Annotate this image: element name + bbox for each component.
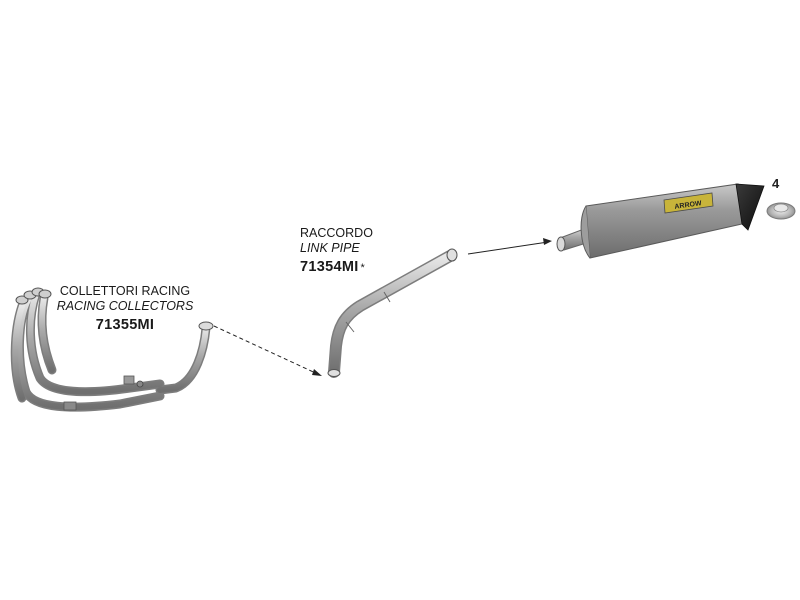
link-pipe-name-en: LINK PIPE <box>300 241 360 255</box>
racing-collectors-part <box>10 287 214 412</box>
link-pipe-name-it: RACCORDO <box>300 226 373 240</box>
link-pipe-part <box>327 248 458 378</box>
connector-solid-line <box>467 241 549 255</box>
silencer-brand-text: ARROW <box>674 200 702 211</box>
link-pipe-code: 71354MI <box>300 259 359 275</box>
connector-arrowhead <box>312 369 322 376</box>
collectors-code: 71355MI <box>95 317 155 333</box>
end-cap-quantity: 4 <box>772 176 780 191</box>
arrow-logo-plate: ARROW <box>663 192 714 214</box>
link-pipe-note: * <box>360 262 366 274</box>
silencer-part: ARROW <box>556 183 765 259</box>
collectors-name-en: RACING COLLECTORS <box>56 299 194 313</box>
collectors-name-it: COLLETTORI RACING <box>59 284 191 298</box>
connector-dashed-line <box>213 325 323 377</box>
link-pipe-label: RACCORDO LINK PIPE 71354MI* <box>300 226 400 276</box>
collectors-label: COLLETTORI RACING RACING COLLECTORS 7135… <box>40 284 210 334</box>
end-cap-part <box>766 202 796 220</box>
connector-arrowhead-2 <box>543 238 552 245</box>
